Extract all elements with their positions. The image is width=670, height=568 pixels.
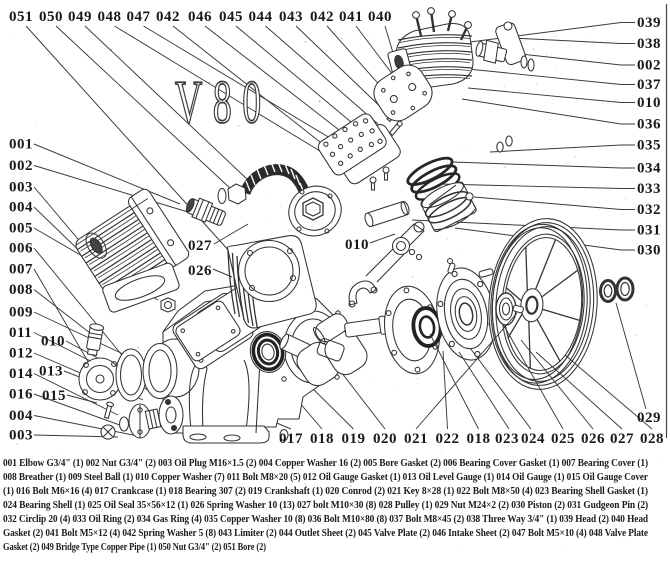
svg-text:016: 016 bbox=[9, 387, 33, 403]
svg-text:003: 003 bbox=[9, 428, 33, 444]
svg-text:015: 015 bbox=[42, 388, 66, 404]
svg-text:046: 046 bbox=[188, 9, 212, 25]
svg-text:047: 047 bbox=[127, 9, 151, 25]
svg-text:038: 038 bbox=[637, 36, 661, 52]
svg-text:022: 022 bbox=[436, 431, 460, 447]
svg-text:051: 051 bbox=[9, 9, 33, 25]
svg-text:003: 003 bbox=[9, 180, 33, 196]
svg-text:021: 021 bbox=[404, 431, 428, 447]
svg-text:031: 031 bbox=[637, 223, 661, 239]
svg-text:029: 029 bbox=[637, 410, 661, 426]
svg-text:028: 028 bbox=[640, 431, 664, 447]
svg-text:020: 020 bbox=[373, 431, 397, 447]
svg-text:004: 004 bbox=[9, 408, 33, 424]
svg-text:010: 010 bbox=[345, 237, 369, 253]
svg-text:004: 004 bbox=[9, 200, 33, 216]
svg-text:008: 008 bbox=[9, 282, 33, 298]
svg-text:V80: V80 bbox=[175, 68, 272, 135]
svg-text:026: 026 bbox=[581, 431, 605, 447]
svg-text:013: 013 bbox=[39, 364, 63, 380]
svg-text:040: 040 bbox=[368, 9, 392, 25]
svg-text:018: 018 bbox=[467, 431, 491, 447]
svg-text:041: 041 bbox=[339, 9, 363, 25]
svg-text:026: 026 bbox=[188, 263, 212, 279]
svg-text:025: 025 bbox=[551, 431, 575, 447]
svg-text:012: 012 bbox=[9, 346, 33, 362]
svg-text:001: 001 bbox=[9, 137, 33, 153]
svg-text:023: 023 bbox=[495, 431, 519, 447]
svg-text:035: 035 bbox=[637, 138, 661, 154]
svg-text:048: 048 bbox=[98, 9, 122, 25]
svg-text:034: 034 bbox=[637, 161, 661, 177]
svg-text:049: 049 bbox=[68, 9, 92, 25]
svg-text:011: 011 bbox=[9, 325, 32, 341]
svg-text:002: 002 bbox=[637, 58, 661, 74]
svg-text:005: 005 bbox=[9, 221, 33, 237]
svg-text:042: 042 bbox=[156, 9, 180, 25]
svg-text:033: 033 bbox=[637, 181, 661, 197]
svg-text:045: 045 bbox=[219, 9, 243, 25]
svg-text:002: 002 bbox=[9, 158, 33, 174]
svg-text:007: 007 bbox=[9, 262, 33, 278]
svg-text:010: 010 bbox=[637, 95, 661, 111]
svg-text:027: 027 bbox=[610, 431, 634, 447]
svg-text:039: 039 bbox=[637, 15, 661, 31]
svg-text:027: 027 bbox=[188, 238, 212, 254]
svg-text:009: 009 bbox=[9, 305, 33, 321]
svg-text:037: 037 bbox=[637, 77, 661, 93]
svg-text:024: 024 bbox=[521, 431, 545, 447]
svg-text:050: 050 bbox=[39, 9, 63, 25]
svg-text:030: 030 bbox=[637, 243, 661, 259]
svg-text:006: 006 bbox=[9, 241, 33, 257]
svg-text:010: 010 bbox=[41, 334, 65, 350]
svg-text:036: 036 bbox=[637, 117, 661, 133]
svg-text:018: 018 bbox=[310, 431, 334, 447]
svg-text:043: 043 bbox=[279, 9, 303, 25]
svg-text:014: 014 bbox=[9, 366, 33, 382]
svg-text:044: 044 bbox=[249, 9, 273, 25]
svg-text:042: 042 bbox=[310, 9, 334, 25]
svg-text:019: 019 bbox=[342, 431, 366, 447]
svg-text:017: 017 bbox=[279, 431, 303, 447]
svg-text:032: 032 bbox=[637, 202, 661, 218]
